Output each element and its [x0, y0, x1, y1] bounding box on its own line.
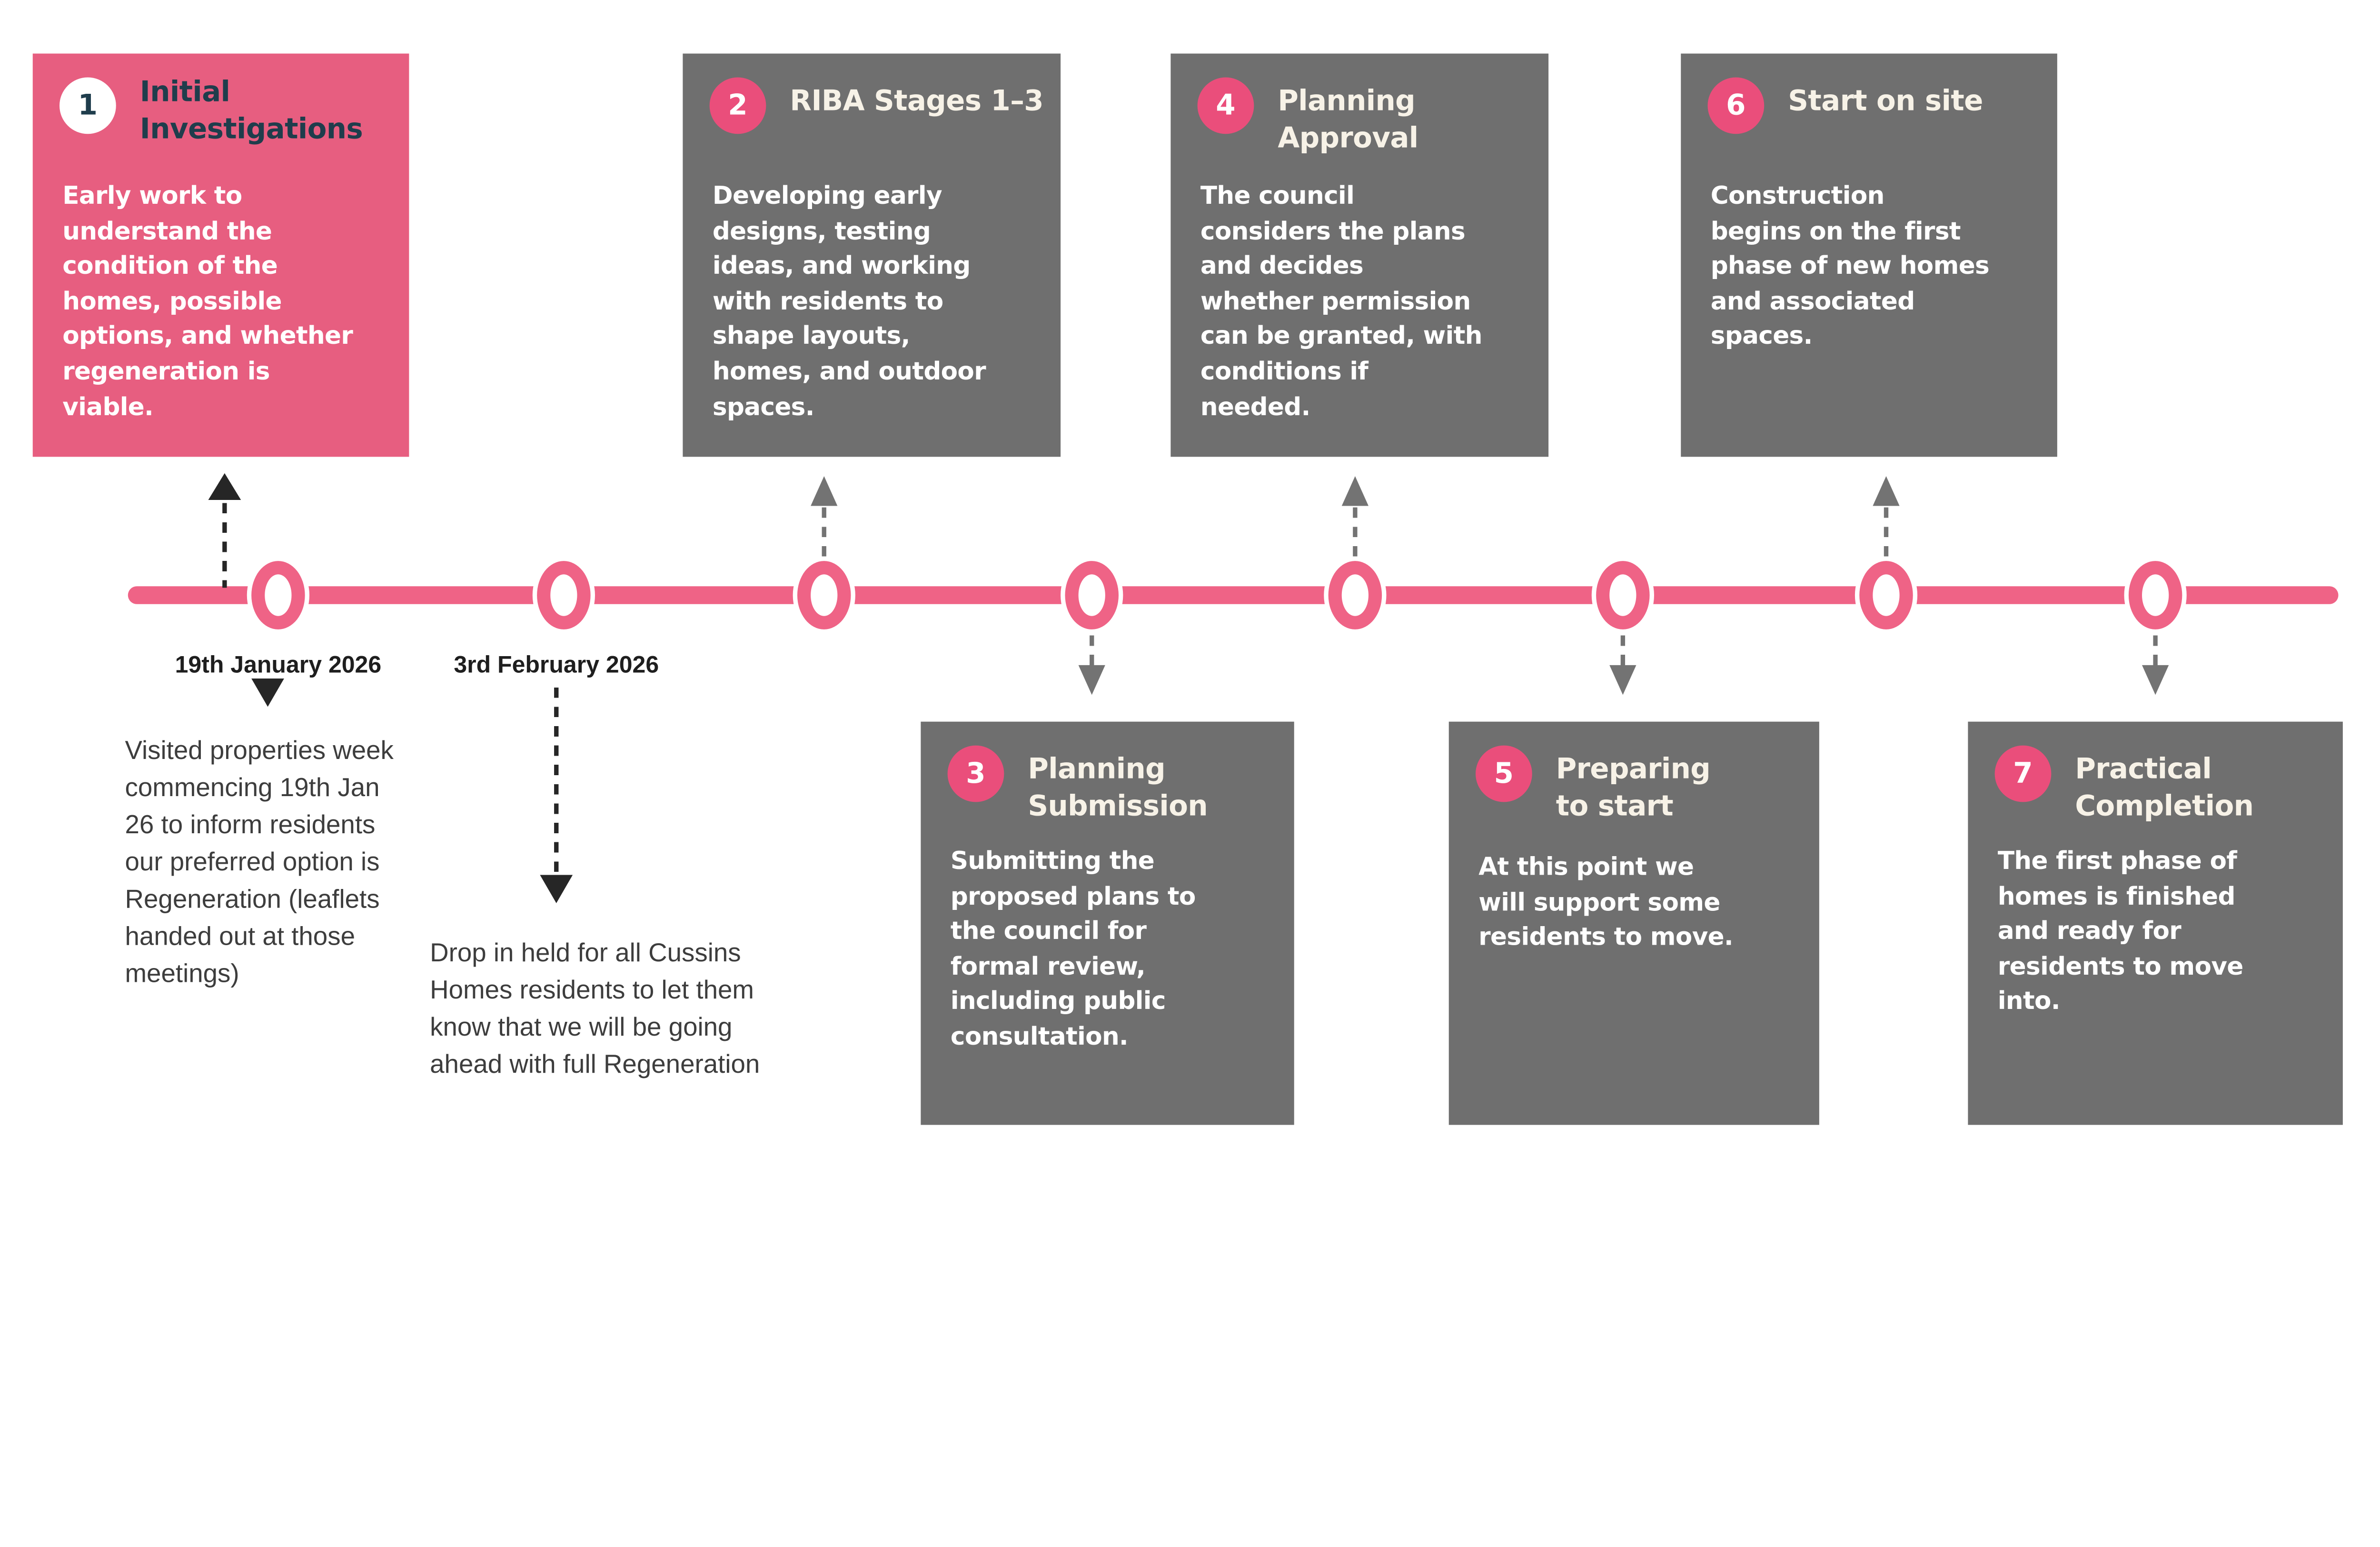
date2-note: Drop in held for all Cussins Homes resid… — [430, 937, 760, 1079]
stage7-arrow-down-icon — [2142, 665, 2169, 695]
stage-number: 6 — [1726, 89, 1746, 122]
stage-number-badge: 6 — [1707, 77, 1765, 134]
stage-description: The council considers the plans and deci… — [1200, 181, 1483, 421]
stage5-arrow-connector — [1620, 635, 1626, 667]
stage-number-badge: 4 — [1197, 77, 1254, 134]
stage-card-2: 2 RIBA Stages 1–3 Developing early desig… — [683, 53, 1061, 457]
stage-card-6: 6 Start on site Construction begins on t… — [1681, 53, 2057, 457]
stage-description: Developing early designs, testing ideas,… — [712, 181, 986, 421]
stage-description: Submitting the proposed plans to the cou… — [950, 847, 1196, 1051]
stage-number-badge: 3 — [947, 745, 1004, 802]
timeline-line — [128, 586, 2339, 604]
stage3-arrow-connector — [1090, 635, 1094, 667]
stage-card-1: 1 Initial Investigations Early work to u… — [32, 53, 409, 457]
date2-label: 3rd February 2026 — [454, 653, 659, 679]
stage-number-badge: 2 — [709, 77, 766, 134]
stage-card-7: 7 Practical Completion The first phase o… — [1968, 721, 2343, 1125]
stage-number: 5 — [1494, 757, 1514, 790]
timeline-node-8 — [2128, 561, 2182, 629]
stage1-arrow-connector — [222, 503, 227, 588]
stage2-arrow-up-icon — [811, 476, 838, 506]
stage-description: Early work to understand the condition o… — [62, 181, 353, 421]
stage-description: Construction begins on the first phase o… — [1710, 181, 1990, 350]
stage5-arrow-down-icon — [1609, 665, 1636, 695]
stage4-arrow-up-icon — [1341, 476, 1368, 506]
timeline-node-7 — [1859, 561, 1913, 629]
stage-number-badge: 7 — [1994, 745, 2052, 802]
stage-title: Preparing to start — [1556, 753, 1711, 823]
stage-number: 3 — [966, 757, 986, 790]
stage-number-badge: 1 — [60, 77, 116, 134]
stage2-arrow-connector — [822, 507, 826, 558]
timeline-node-5 — [1328, 561, 1382, 629]
stage-number: 7 — [2013, 757, 2033, 790]
stage-title: Planning Approval — [1278, 85, 1418, 155]
stage-card-3: 3 Planning Submission Submitting the pro… — [921, 721, 1294, 1125]
stage7-arrow-connector — [2153, 635, 2158, 667]
date2-arrow-down-icon — [540, 875, 573, 903]
stage-title: Start on site — [1788, 85, 1983, 118]
stage-number: 4 — [1216, 89, 1236, 122]
stage-title: RIBA Stages 1–3 — [790, 85, 1044, 118]
timeline-node-3 — [797, 561, 851, 629]
stage-number-badge: 5 — [1476, 745, 1532, 802]
timeline-node-2 — [537, 561, 591, 629]
stage-title: Planning Submission — [1028, 753, 1208, 823]
stage-number: 2 — [728, 89, 748, 122]
timeline-node-1 — [251, 561, 305, 629]
stage-title: Practical Completion — [2075, 753, 2254, 823]
stage-description: At this point we will support some resid… — [1478, 852, 1734, 951]
stage-number: 1 — [78, 89, 98, 122]
date1-note: Visited properties week commencing 19th … — [125, 735, 394, 988]
stage-title: Initial Investigations — [139, 76, 363, 146]
date2-arrow-connector — [554, 687, 559, 875]
date1-arrow-down-icon — [251, 679, 284, 707]
stage1-arrow-up-icon — [208, 473, 241, 500]
stage6-arrow-up-icon — [1873, 476, 1900, 506]
regeneration-timeline-diagram: 1 Initial Investigations Early work to u… — [32, 53, 2343, 1125]
stage-card-5: 5 Preparing to start At this point we wi… — [1448, 721, 1819, 1125]
stage-card-4: 4 Planning Approval The council consider… — [1170, 53, 1549, 457]
stage-description: The first phase of homes is finished and… — [1997, 847, 2243, 1016]
stage6-arrow-connector — [1884, 507, 1889, 558]
timeline-node-6 — [1596, 561, 1650, 629]
timeline-node-4 — [1065, 561, 1119, 629]
stage3-arrow-down-icon — [1078, 665, 1105, 695]
date1-label: 19th January 2026 — [175, 653, 382, 679]
stage4-arrow-connector — [1353, 507, 1358, 558]
